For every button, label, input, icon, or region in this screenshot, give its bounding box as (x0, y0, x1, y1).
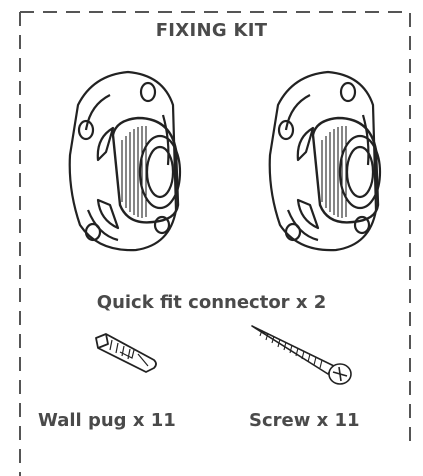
wall-plug-icon (95, 333, 157, 373)
wall-plug-caption: Wall pug x 11 (38, 410, 176, 431)
quick-fit-connector-icon (68, 70, 182, 252)
quick-fit-connector-icon (268, 70, 382, 252)
connector-caption: Quick fit connector x 2 (96, 292, 327, 313)
screw-caption: Screw x 11 (249, 410, 360, 431)
screw-icon (251, 325, 352, 385)
kit-title: FIXING KIT (155, 20, 268, 41)
